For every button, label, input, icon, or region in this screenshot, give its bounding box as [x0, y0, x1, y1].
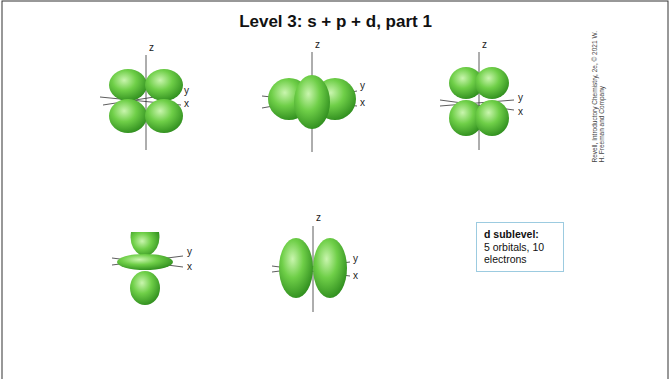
d-orbital — [112, 232, 183, 305]
d-orbital — [100, 55, 183, 150]
info-box: d sublevel:5 orbitals, 10 electrons — [476, 222, 564, 272]
d-orbital — [262, 52, 357, 152]
box-text: 5 orbitals, 10 electrons — [484, 241, 556, 266]
axis-label: y — [360, 81, 365, 91]
axis-label: x — [353, 271, 358, 281]
d-orbital — [440, 52, 514, 150]
axis-label: x — [187, 262, 192, 272]
d-orbital — [272, 226, 350, 312]
box-heading: d sublevel: — [484, 228, 556, 241]
axis-label: z — [482, 40, 487, 50]
axis-label: z — [315, 40, 320, 50]
axis-label: x — [360, 98, 365, 108]
axis-label: y — [518, 93, 523, 103]
axis-label: z — [149, 43, 154, 53]
axis-label: y — [187, 247, 192, 257]
axis-label: y — [353, 254, 358, 264]
axis-label: y — [184, 86, 189, 96]
axis-label: z — [316, 213, 321, 223]
credit-text: Revell, Introductory Chemistry, 2e, © 20… — [591, 28, 606, 163]
axis-label: x — [518, 107, 523, 117]
slide-title: Level 3: s + p + d, part 1 — [0, 12, 671, 32]
axis-label: x — [184, 99, 189, 109]
